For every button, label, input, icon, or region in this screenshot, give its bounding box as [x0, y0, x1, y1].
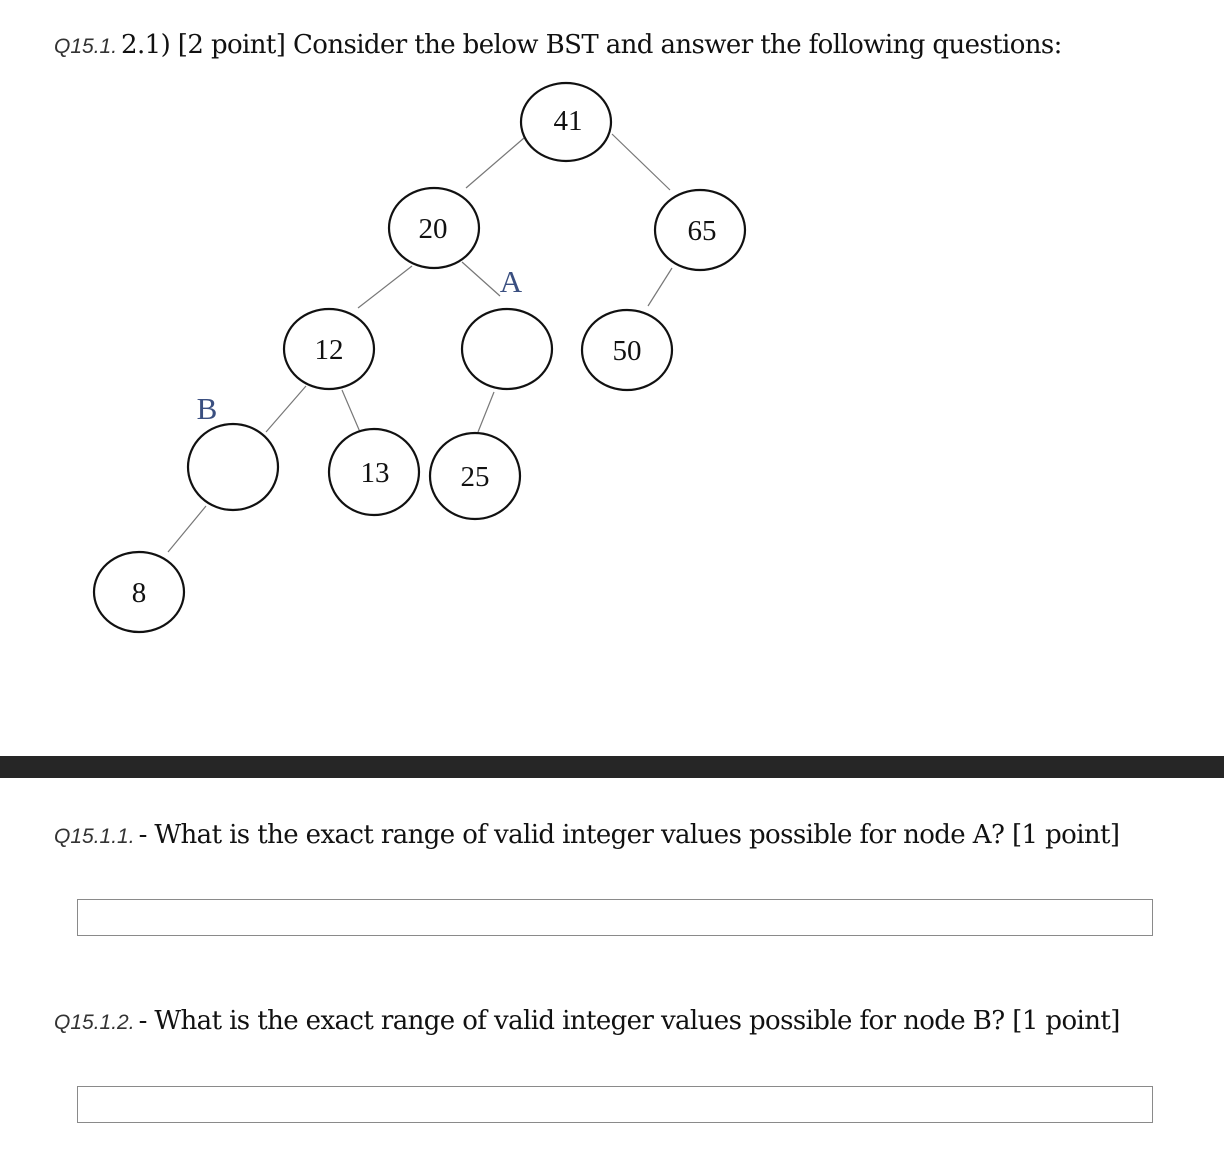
section-divider	[0, 756, 1224, 778]
tree-edges	[167, 133, 673, 553]
question-a-text: - What is the exact range of valid integ…	[138, 820, 1120, 850]
label-b: B	[197, 391, 218, 426]
node-50	[580, 308, 674, 392]
question-heading: Q15.1. 2.1) [2 point] Consider the below…	[54, 30, 1062, 60]
node-8-label: 8	[132, 577, 147, 609]
node-41	[519, 81, 613, 163]
bst-diagram: 41 20 65 12 50 13 25 8 A B	[92, 81, 747, 634]
node-12-label: 12	[315, 334, 344, 366]
node-labels: 41 20 65 12 50 13 25 8	[132, 105, 717, 609]
edge-b-8	[167, 505, 207, 553]
node-8	[92, 550, 186, 634]
edge-65-50	[647, 267, 673, 307]
node-20-label: 20	[419, 213, 448, 245]
question-b-number: Q15.1.2.	[54, 1011, 135, 1034]
node-12	[282, 307, 376, 391]
node-65	[653, 188, 747, 272]
node-25-label: 25	[461, 461, 490, 493]
question-a-number: Q15.1.1.	[54, 825, 135, 848]
answer-b-input[interactable]	[77, 1086, 1153, 1123]
node-65-label: 65	[688, 215, 717, 247]
node-20	[387, 186, 481, 270]
question-a-heading: Q15.1.1. - What is the exact range of va…	[54, 820, 1120, 850]
node-a	[460, 307, 554, 391]
node-13-label: 13	[361, 457, 390, 489]
answer-a-input[interactable]	[77, 899, 1153, 936]
question-b-heading: Q15.1.2. - What is the exact range of va…	[54, 1006, 1120, 1036]
node-13	[327, 427, 421, 517]
edge-a-25	[477, 391, 495, 433]
edge-12-13	[341, 389, 361, 433]
label-a: A	[500, 264, 523, 299]
edge-41-20	[465, 137, 525, 189]
question-number: Q15.1.	[54, 35, 118, 58]
node-b	[186, 422, 280, 512]
node-41-label: 41	[554, 105, 583, 137]
edge-41-65	[611, 133, 671, 191]
edge-12-b	[265, 385, 307, 433]
question-b-text: - What is the exact range of valid integ…	[138, 1006, 1121, 1036]
node-25	[428, 431, 522, 521]
node-50-label: 50	[613, 335, 642, 367]
edge-20-a	[461, 261, 501, 297]
tree-nodes	[92, 81, 747, 634]
question-text: 2.1) [2 point] Consider the below BST an…	[121, 30, 1062, 60]
edge-20-12	[357, 265, 413, 309]
